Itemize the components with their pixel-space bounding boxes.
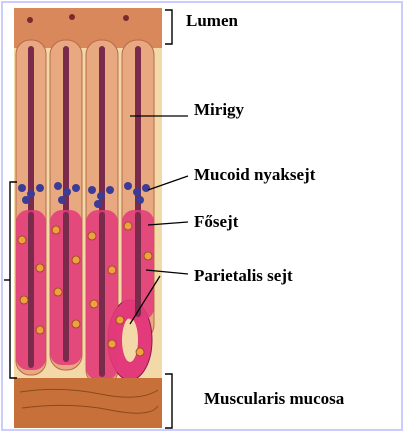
label-mucoid: Mucoid nyaksejt xyxy=(194,165,315,185)
label-parietalis: Parietalis sejt xyxy=(194,266,293,286)
muscularis-region xyxy=(14,378,162,428)
label-fosejt: Fősejt xyxy=(194,212,238,232)
label-muscularis: Muscularis mucosa xyxy=(204,389,344,409)
label-lumen: Lumen xyxy=(186,11,238,31)
label-mirigy: Mirigy xyxy=(194,100,244,120)
